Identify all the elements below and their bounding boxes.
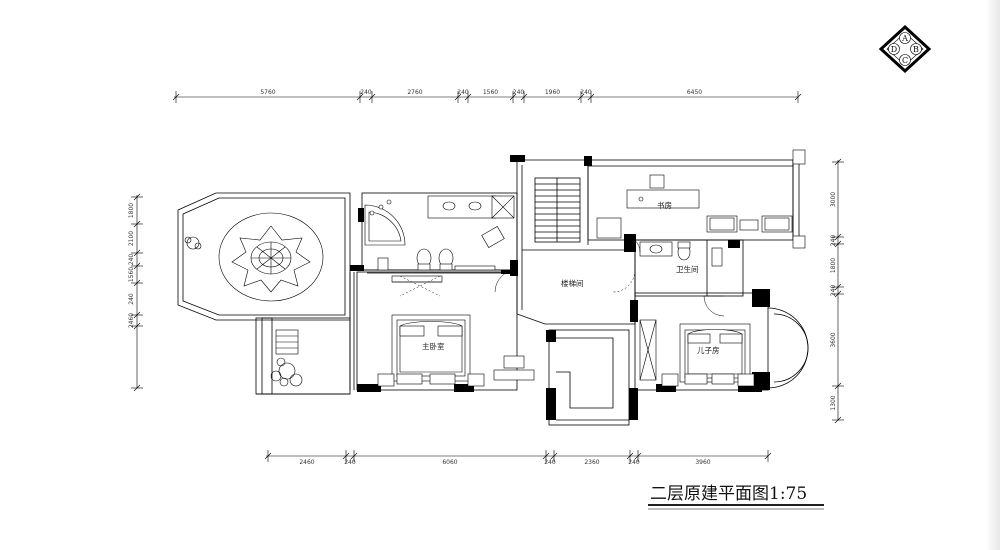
room-label-master: 主卧室: [422, 341, 445, 351]
terrace-steps: [275, 329, 299, 355]
dimension-label-top: 6450: [687, 89, 702, 96]
dimension-label-left: 1800: [128, 203, 135, 218]
dimension-label-bottom: 2460: [299, 459, 314, 466]
dimension-label-bottom: 240: [344, 459, 356, 466]
dimension-label-bottom: 6060: [442, 459, 457, 466]
dimension-label-right: 240: [830, 235, 837, 247]
compass-label-c: C: [902, 56, 908, 65]
dimension-label-top: 240: [457, 89, 469, 96]
dimension-label-top: 240: [513, 89, 525, 96]
dimension-label-top: 2760: [407, 89, 422, 96]
dimension-label-left: 1560: [128, 267, 135, 282]
page-edge-shadow: [986, 0, 1000, 550]
drawing-title: 二层原建平面图1:75: [650, 484, 807, 504]
dimension-label-bottom: 2360: [584, 459, 599, 466]
doors: [399, 235, 725, 317]
dimension-label-bottom: 3960: [695, 459, 710, 466]
dimension-label-left: 2100: [128, 231, 135, 246]
dimension-label-top: 240: [360, 89, 372, 96]
dimension-label-left: 240: [128, 293, 135, 305]
dimension-label-top: 1560: [483, 89, 498, 96]
compass-label-b: B: [913, 45, 919, 54]
dimension-label-left: 2460: [128, 313, 135, 328]
room-label-stair: 楼梯间: [561, 278, 584, 288]
dimension-label-top: 5760: [260, 89, 275, 96]
top-dimension-line: [172, 91, 802, 103]
dimension-label-right: 240: [830, 285, 837, 297]
master-bed: [377, 314, 535, 387]
dimension-label-bottom: 240: [628, 459, 640, 466]
dimension-label-top: 1960: [545, 89, 560, 96]
room-label-son: 儿子房: [697, 345, 720, 355]
study-furniture: [596, 174, 793, 239]
dimension-label-left: 240: [128, 254, 135, 266]
compass-label-a: A: [901, 34, 908, 43]
compass-icon: A B C D: [878, 24, 932, 74]
dimension-label-right: 1800: [830, 258, 837, 273]
dimension-label-top: 240: [580, 89, 592, 96]
son-bed: [661, 323, 755, 387]
dimension-label-right: 3600: [830, 332, 837, 347]
dimension-label-right: 3000: [830, 192, 837, 207]
dimension-label-right: 1300: [830, 395, 837, 410]
bottom-dimension-line: [264, 450, 772, 462]
bath-fixtures: [364, 195, 515, 283]
room-label-bathroom: 卫生间: [676, 264, 699, 274]
dimension-label-bottom: 240: [544, 459, 556, 466]
right-dimension-line: [832, 158, 844, 424]
wardrobe: [639, 319, 657, 381]
left-dimension-line: [131, 193, 143, 392]
bath-right-fixtures: [639, 241, 723, 267]
room-label-study: 书房: [657, 200, 672, 210]
compass-label-d: D: [891, 45, 897, 54]
plant-icon: [184, 236, 303, 387]
dome-ceiling: [218, 212, 324, 302]
